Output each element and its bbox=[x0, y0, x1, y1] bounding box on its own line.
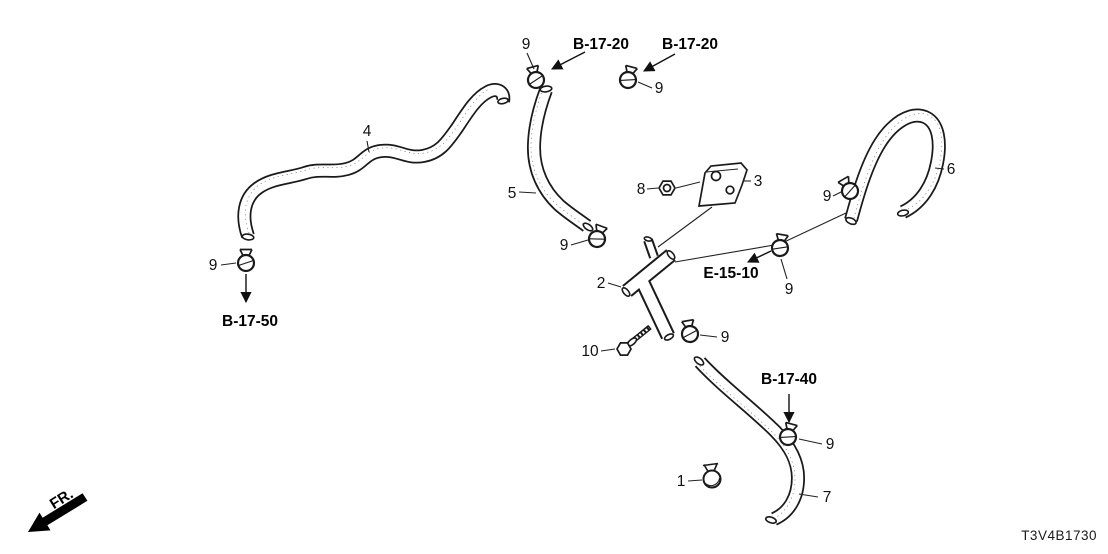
hose-6 bbox=[844, 108, 946, 226]
hose-clamp-9 bbox=[523, 63, 547, 91]
leader-line bbox=[526, 52, 535, 70]
leader-line bbox=[798, 493, 819, 498]
bracket-3 bbox=[697, 162, 748, 207]
leader-line bbox=[687, 479, 703, 482]
clamp-label-9: 9 bbox=[522, 36, 531, 53]
reference-codes: B-17-20 B-17-20 B-17-50 E-15-10 B-17-40 bbox=[222, 36, 817, 388]
hose-clamps-9 bbox=[236, 63, 863, 448]
part-label-8: 8 bbox=[637, 181, 646, 198]
relation-lines bbox=[657, 181, 847, 263]
ref-code-e-15-10: E-15-10 bbox=[703, 265, 758, 282]
water-passage-joint-2 bbox=[621, 236, 676, 341]
part-label-3: 3 bbox=[754, 173, 763, 190]
clamp-1 bbox=[702, 462, 722, 489]
hose-clamp-9 bbox=[236, 248, 256, 273]
ref-arrow-b-17-20-left bbox=[551, 51, 586, 70]
relation-line bbox=[675, 181, 701, 189]
bolt-10 bbox=[616, 324, 652, 356]
ref-code-b-17-50: B-17-50 bbox=[222, 313, 278, 330]
hose-5 bbox=[526, 85, 594, 232]
ref-code-b-17-40: B-17-40 bbox=[761, 371, 817, 388]
ref-arrow-e-15-10 bbox=[746, 250, 772, 263]
hose-4 bbox=[237, 83, 511, 241]
part-label-7: 7 bbox=[823, 489, 832, 506]
leader-line bbox=[832, 191, 842, 197]
fr-direction-arrow bbox=[28, 493, 88, 532]
fr-direction-indicator: FR. bbox=[28, 486, 88, 532]
nut-8 bbox=[658, 180, 676, 196]
part-number-labels: 4 5 6 7 3 8 2 10 1 9 9 9 9 9 9 9 9 bbox=[209, 36, 956, 506]
clamp-label-9: 9 bbox=[560, 237, 569, 254]
leader-line bbox=[637, 81, 653, 89]
leader-line bbox=[798, 438, 823, 445]
leader-line bbox=[366, 140, 370, 153]
leader-line bbox=[220, 262, 237, 266]
part-label-6: 6 bbox=[947, 161, 956, 178]
hose-clamp-9 bbox=[777, 420, 801, 448]
clamp-label-9: 9 bbox=[785, 281, 794, 298]
part-label-1: 1 bbox=[677, 473, 686, 490]
relation-line bbox=[657, 206, 713, 248]
hose-clamp-9 bbox=[769, 232, 792, 259]
part-label-4: 4 bbox=[363, 123, 372, 140]
leader-lines bbox=[220, 52, 945, 498]
clamp-label-9: 9 bbox=[655, 80, 664, 97]
drawing-code: T3V4B1730 bbox=[1021, 528, 1097, 543]
part-label-10: 10 bbox=[581, 343, 599, 360]
leader-line bbox=[600, 348, 616, 352]
leader-line bbox=[934, 167, 945, 170]
clamp-label-9: 9 bbox=[826, 436, 835, 453]
ref-arrow-b-17-20-right bbox=[643, 53, 676, 72]
leader-line bbox=[646, 187, 659, 190]
clamp-label-9: 9 bbox=[209, 257, 218, 274]
leader-line bbox=[607, 282, 622, 288]
hose-clamp-9 bbox=[617, 63, 641, 91]
leader-line bbox=[570, 239, 589, 246]
part-label-2: 2 bbox=[597, 275, 606, 292]
reference-arrows bbox=[240, 51, 795, 424]
leader-line bbox=[780, 258, 788, 280]
leader-line bbox=[518, 191, 537, 194]
ref-code-b-17-20-right: B-17-20 bbox=[662, 36, 718, 53]
relation-line bbox=[674, 212, 847, 263]
clamp-label-9: 9 bbox=[823, 188, 832, 205]
leader-line bbox=[699, 334, 718, 338]
hose-clamp-9 bbox=[678, 318, 701, 345]
part-label-5: 5 bbox=[508, 185, 517, 202]
ref-code-b-17-20-left: B-17-20 bbox=[573, 36, 629, 53]
clamp-label-9: 9 bbox=[721, 329, 730, 346]
